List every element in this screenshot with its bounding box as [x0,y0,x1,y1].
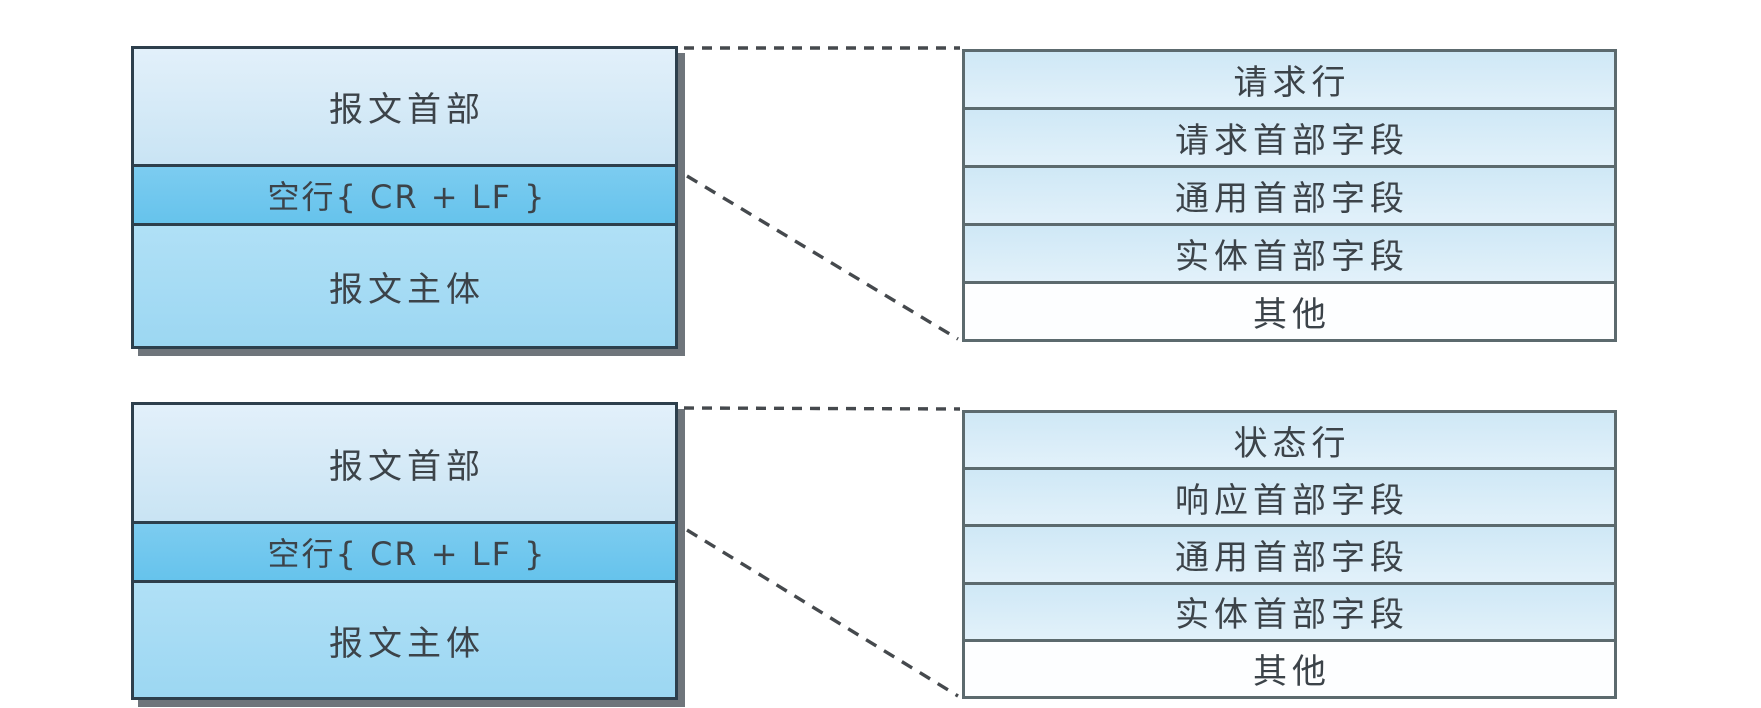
request-message-body-label: 报文主体 [329,269,485,310]
response-header-fields-label: 响应首部字段 [1175,480,1409,521]
response-blank-line-segment: 空行{ CR + LF } [134,521,675,583]
response-blank-line-label: 空行{ CR + LF } [267,535,547,573]
other-row-2: 其他 [965,638,1614,697]
entity-header-fields-label: 实体首部字段 [1175,237,1409,277]
other-label: 其他 [1253,295,1331,335]
response-top-connector-line [683,406,961,411]
general-header-fields-row-2: 通用首部字段 [965,524,1614,582]
request-line-label: 请求行 [1233,63,1351,103]
other-row: 其他 [965,281,1614,339]
general-header-fields-row: 通用首部字段 [965,165,1614,223]
response-message-header-segment: 报文首部 [134,405,675,521]
request-line-row: 请求行 [965,52,1614,107]
status-line-row: 状态行 [965,413,1614,468]
response-message-body-segment: 报文主体 [134,583,675,697]
request-header-detail-box: 请求行 请求首部字段 通用首部字段 实体首部字段 其他 [962,49,1617,342]
general-header-fields-label: 通用首部字段 [1175,179,1409,219]
request-diagonal-connector-line [686,174,959,341]
request-message-body-segment: 报文主体 [134,226,675,346]
general-header-fields-label-2: 通用首部字段 [1175,538,1409,578]
entity-header-fields-label-2: 实体首部字段 [1175,595,1409,636]
response-message-body-label: 报文主体 [329,623,485,664]
response-header-fields-row: 响应首部字段 [965,467,1614,525]
response-message-header-label: 报文首部 [329,446,485,487]
other-label-2: 其他 [1253,652,1331,693]
request-message-header-segment: 报文首部 [134,49,675,164]
request-header-fields-row: 请求首部字段 [965,107,1614,165]
response-message-box: 报文首部 空行{ CR + LF } 报文主体 [131,402,678,700]
request-message-header-label: 报文首部 [329,90,485,130]
response-diagonal-connector-line [686,528,959,698]
entity-header-fields-row-2: 实体首部字段 [965,581,1614,639]
request-header-fields-label: 请求首部字段 [1175,121,1409,161]
request-message-box: 报文首部 空行{ CR + LF } 报文主体 [131,46,678,349]
response-header-detail-box: 状态行 响应首部字段 通用首部字段 实体首部字段 其他 [962,410,1617,699]
request-blank-line-segment: 空行{ CR + LF } [134,164,675,226]
entity-header-fields-row: 实体首部字段 [965,223,1614,281]
status-line-label: 状态行 [1233,423,1351,464]
request-blank-line-label: 空行{ CR + LF } [267,178,547,216]
